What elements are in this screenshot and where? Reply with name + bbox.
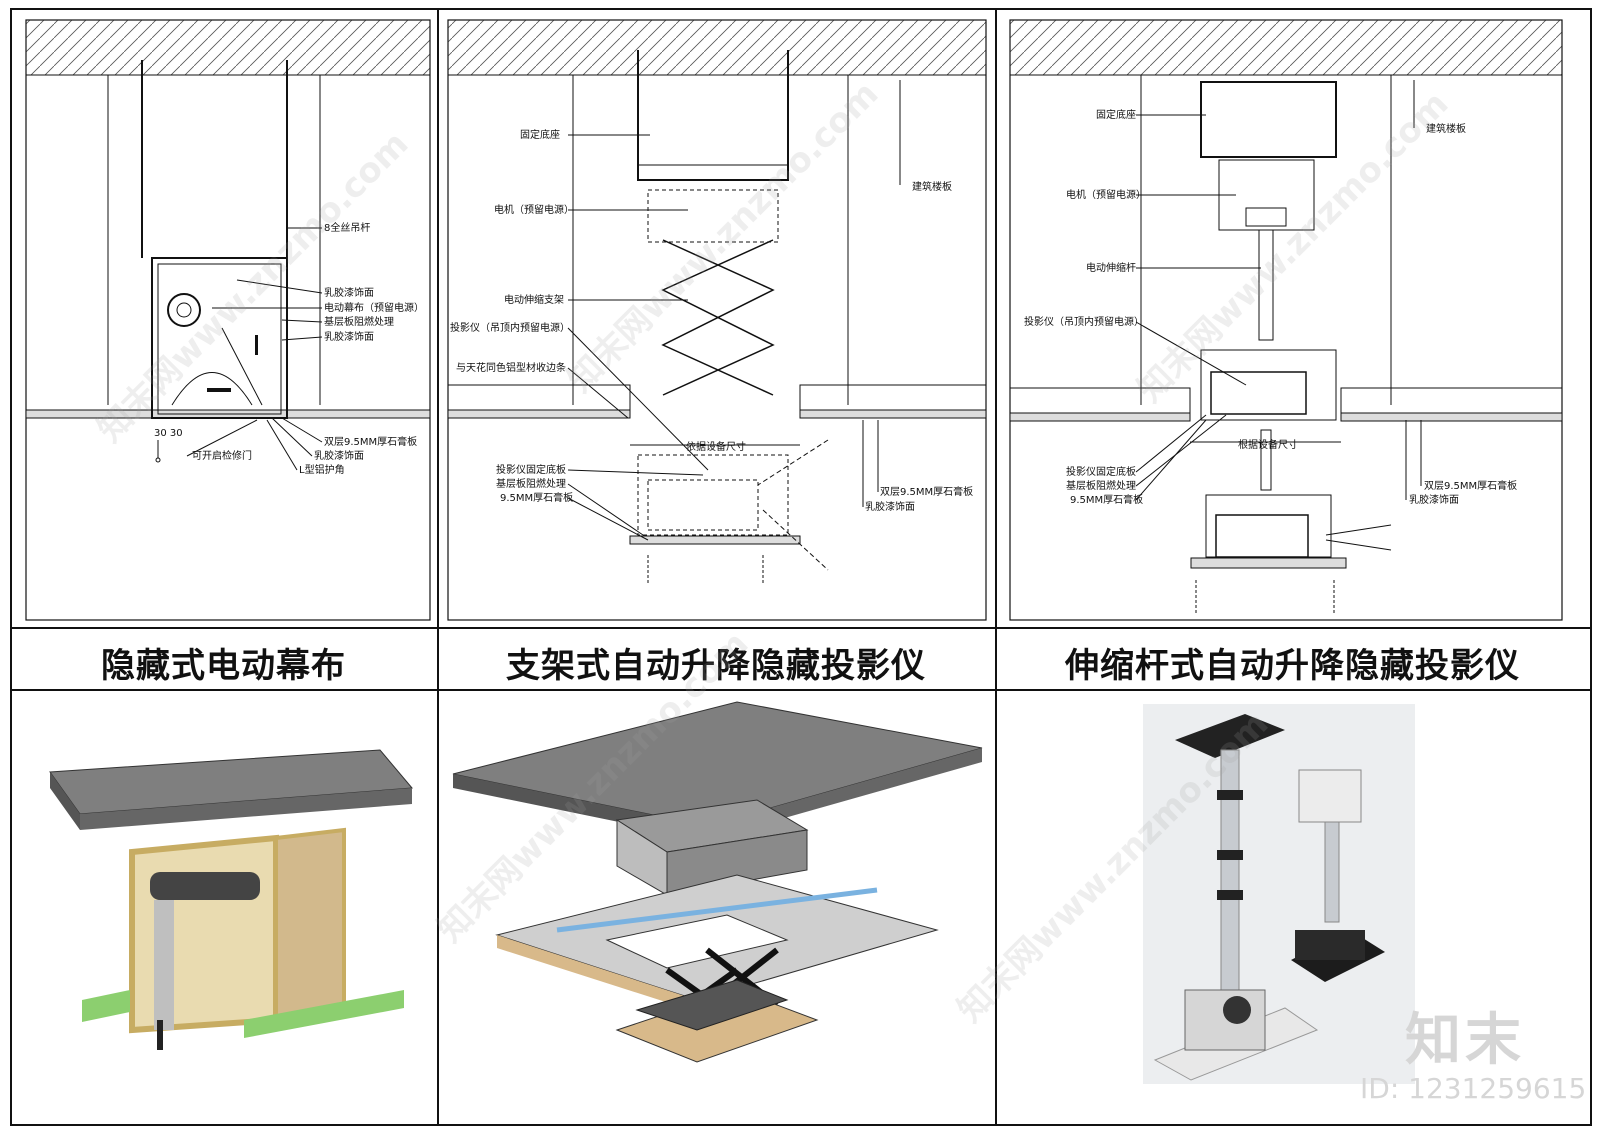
label-latex-2: 乳胶漆饰面	[324, 330, 374, 343]
label-plate: 投影仪固定底板	[1066, 465, 1136, 478]
label-plate: 投影仪固定底板	[496, 463, 566, 476]
label-trim: 与天花同色铝型材收边条	[456, 361, 566, 374]
label-slab: 建筑楼板	[912, 180, 952, 193]
label-projector: 投影仪（吊顶内预留电源）	[450, 321, 570, 334]
label-screen: 电动幕布（预留电源）	[324, 301, 424, 314]
panel-3-title: 伸缩杆式自动升降隐藏投影仪	[1065, 645, 1520, 686]
label-latex-1: 乳胶漆饰面	[324, 286, 374, 299]
label-mount: 固定底座	[1096, 108, 1136, 121]
label-size: 依据设备尺寸	[686, 440, 746, 453]
watermark-id: ID: 1231259615	[1360, 1072, 1587, 1105]
panel-3-drawing: 固定底座 建筑楼板 电机（预留电源） 电动伸缩杆 投影仪（吊顶内预留电源） 根据…	[996, 10, 1592, 626]
label-latex: 乳胶漆饰面	[865, 500, 915, 513]
label-base: 基层板阻燃处理	[1066, 479, 1136, 492]
label-mount: 固定底座	[520, 128, 560, 141]
label-motor: 电机（预留电源）	[1066, 188, 1146, 201]
label-rod: 8全丝吊杆	[324, 221, 370, 234]
divider-2	[995, 10, 997, 1124]
panel-3-render	[995, 690, 1590, 1124]
divider-1	[437, 10, 439, 1124]
label-angle: L型铝护角	[299, 463, 345, 476]
panel-1-title: 隐藏式电动幕布	[101, 645, 346, 686]
panel-2-render	[437, 690, 995, 1124]
title-row-bottom	[12, 689, 1590, 691]
label-gypsum-2: 双层9.5MM厚石膏板	[880, 485, 973, 498]
label-latex-3: 乳胶漆饰面	[314, 449, 364, 462]
panel-2-title: 支架式自动升降隐藏投影仪	[506, 645, 926, 686]
label-bracket: 电动伸缩支架	[504, 293, 564, 306]
label-door: 可开启检修门	[192, 449, 252, 462]
label-gyp: 9.5MM厚石膏板	[1070, 493, 1143, 506]
label-latex: 乳胶漆饰面	[1409, 493, 1459, 506]
label-base: 基层板阻燃处理	[324, 315, 394, 328]
label-size: 根据设备尺寸	[1238, 438, 1298, 451]
label-motor: 电机（预留电源）	[494, 203, 574, 216]
watermark-logo: 知末	[1405, 1008, 1525, 1073]
panel-1-drawing: 8全丝吊杆 乳胶漆饰面 电动幕布（预留电源） 基层板阻燃处理 乳胶漆饰面 双层9…	[12, 10, 434, 626]
label-gypsum: 双层9.5MM厚石膏板	[324, 435, 417, 448]
label-projector: 投影仪（吊顶内预留电源）	[1024, 315, 1144, 328]
label-gyp: 9.5MM厚石膏板	[500, 491, 573, 504]
label-gypsum-2: 双层9.5MM厚石膏板	[1424, 479, 1517, 492]
label-slab: 建筑楼板	[1426, 122, 1466, 135]
title-row-top	[12, 627, 1590, 629]
label-pole: 电动伸缩杆	[1086, 261, 1136, 274]
panel-2-drawing: 固定底座 电机（预留电源） 电动伸缩支架 投影仪（吊顶内预留电源） 与天花同色铝…	[438, 10, 994, 626]
label-dim: 30 30	[154, 428, 183, 439]
label-base: 基层板阻燃处理	[496, 477, 566, 490]
panel-1-render	[12, 690, 435, 1124]
